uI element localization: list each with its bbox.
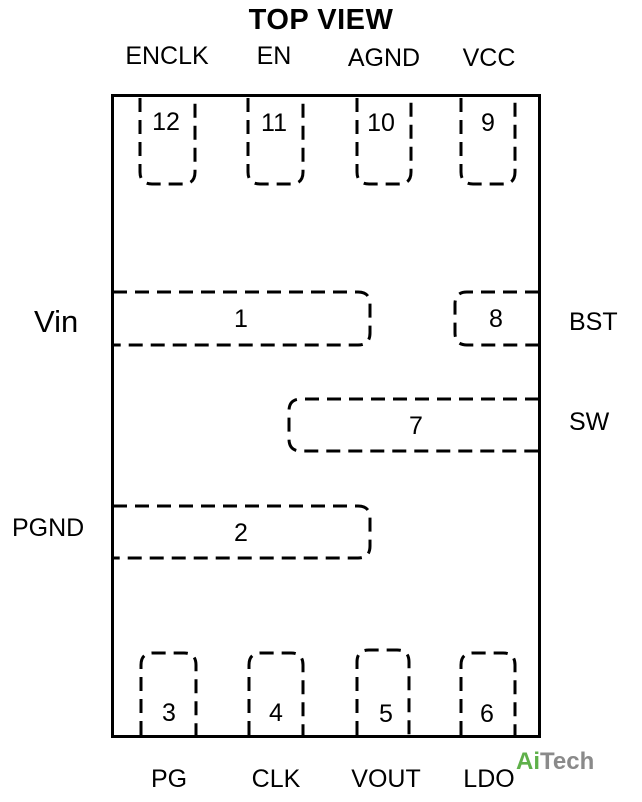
pad-number-3: 3 [162,699,176,727]
pin-label-pgnd: PGND [12,514,85,542]
pad-number-4: 4 [269,699,283,727]
pad-number-5: 5 [379,700,393,728]
pad-3 [139,651,198,735]
pad-number-9: 9 [481,109,495,137]
pad-number-10: 10 [367,109,395,137]
pad-9 [459,98,517,186]
pin-label-pg: PG [150,765,188,793]
pin-label-agnd: AGND [347,44,421,72]
pad-number-1: 1 [234,305,248,333]
pin-label-sw: SW [569,408,610,436]
pad-12 [138,98,197,186]
pad-4 [247,651,305,735]
pad-5 [355,648,411,735]
pin-label-bst: BST [569,308,618,336]
pin-label-vcc: VCC [462,44,516,72]
pin-label-vin: Vin [34,304,79,339]
pad-number-7: 7 [409,412,423,440]
pin-label-vout: VOUT [351,765,421,793]
pad-7 [287,397,539,453]
pad-number-6: 6 [480,700,494,728]
package-outline [111,94,541,738]
pad-number-12: 12 [152,108,180,136]
diagram-title: TOP VIEW [248,4,394,36]
watermark-part-2: Tech [540,748,595,775]
pad-11 [246,98,305,186]
pad-number-11: 11 [261,109,287,137]
pad-8 [453,290,539,347]
pin-label-ldo: LDO [463,765,515,793]
pad-2 [113,504,372,560]
pin-label-enclk: ENCLK [125,42,209,70]
pad-number-8: 8 [489,305,503,333]
pin-label-en: EN [256,42,292,70]
pad-1 [113,290,372,347]
pad-10 [355,98,413,186]
pad-6 [459,651,517,735]
watermark-part-1: Ai [516,748,540,775]
pad-number-2: 2 [234,519,248,547]
watermark-logo: AiTech [516,748,594,776]
pin-label-clk: CLK [251,765,301,793]
